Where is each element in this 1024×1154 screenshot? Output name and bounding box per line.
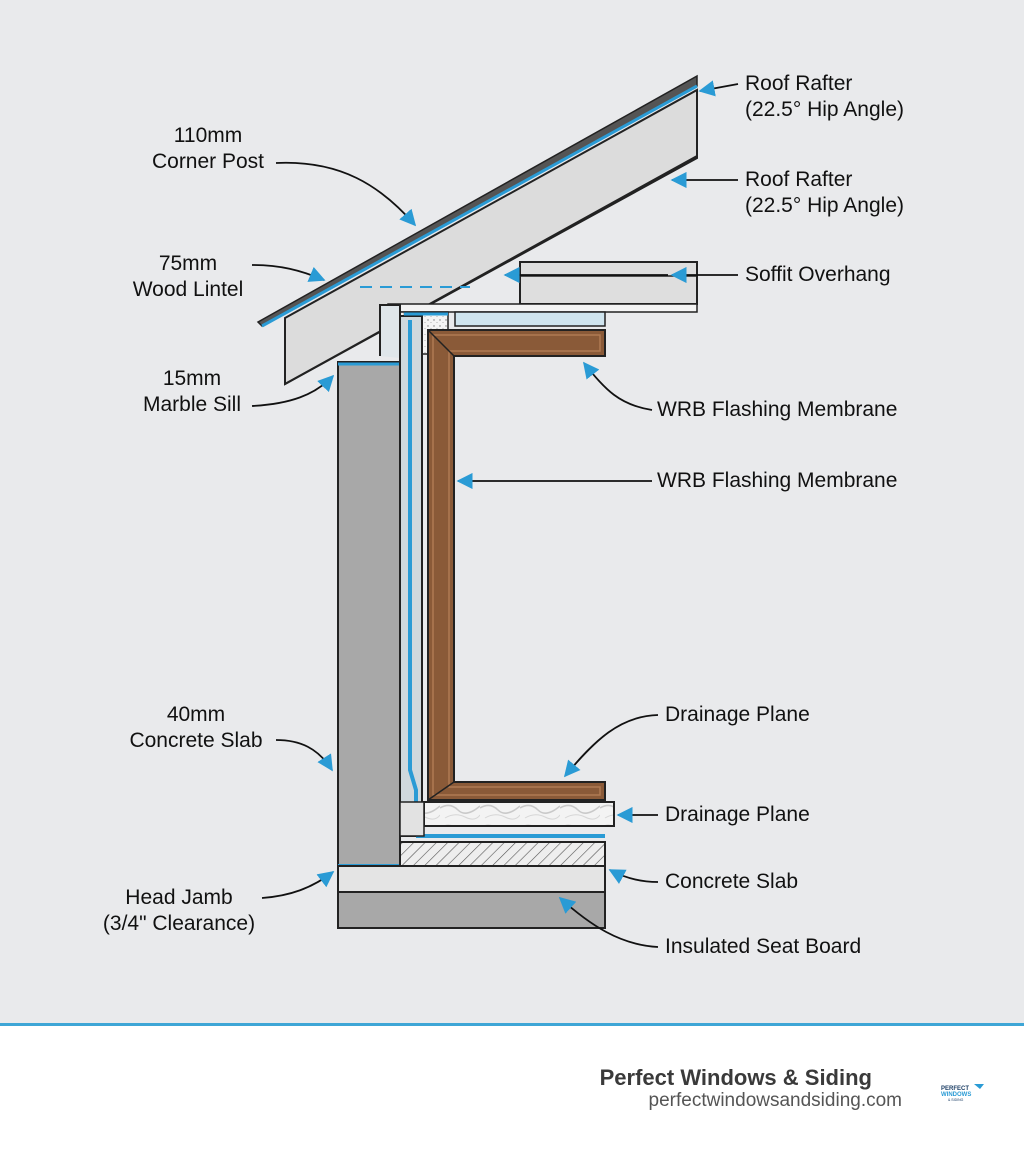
leader-corner-post: [275, 161, 417, 227]
label-roof-rafter-2: Roof Rafter(22.5° Hip Angle): [745, 168, 904, 217]
footer: [0, 1026, 1024, 1154]
sill-gap-filler: [399, 801, 425, 837]
label-wrb-1: WRB Flashing Membrane: [657, 398, 898, 421]
label-drainage-2: Drainage Plane: [665, 803, 810, 826]
top-blue-insulation: [454, 311, 606, 327]
wrb-membrane-channel: [379, 304, 605, 838]
company-name: Perfect Windows & Siding: [599, 1065, 872, 1090]
logo-text-line-2: WINDOWS: [941, 1092, 971, 1098]
label-head-jamb: Head Jamb(3/4" Clearance): [102, 886, 256, 935]
leader-wrb-1: [583, 361, 653, 411]
logo-text-line-1: PERFECT: [941, 1086, 969, 1092]
label-drainage-1: Drainage Plane: [665, 703, 810, 726]
leader-insulated-seat: [558, 896, 659, 948]
footer-divider: [0, 1023, 1024, 1026]
label-soffit-overhang: Soffit Overhang: [745, 263, 891, 286]
label-insulated-seat: Insulated Seat Board: [665, 935, 862, 958]
concrete-wall: [337, 361, 401, 871]
concrete-slab-top: [337, 865, 606, 893]
leader-concrete-left: [275, 739, 333, 772]
logo-text-line-3: & SIDING: [948, 1098, 964, 1102]
insulated-seat-board-block: [337, 891, 606, 929]
leader-head-jamb: [261, 871, 335, 899]
leader-lines: [251, 80, 739, 948]
leader-marble-sill: [251, 374, 335, 407]
section-detail-diagram: [251, 74, 739, 948]
label-concrete-slab-right: Concrete Slab: [665, 870, 799, 893]
label-wrb-2: WRB Flashing Membrane: [657, 469, 898, 492]
leader-concrete-right: [608, 869, 659, 885]
label-roof-rafter-1: Roof Rafter(22.5° Hip Angle): [745, 72, 904, 121]
wood-frame: [427, 329, 606, 801]
hatched-slab-layer: [399, 841, 606, 867]
company-logo: PERFECT WINDOWS & SIDING: [941, 1084, 984, 1102]
leader-drainage-1: [563, 714, 659, 778]
leader-wood-lintel: [251, 264, 326, 282]
leader-roof-rafter-1: [698, 80, 739, 97]
company-url[interactable]: perfectwindowsandsiding.com: [648, 1090, 902, 1111]
marble-sill-block: [423, 801, 615, 827]
soffit-overhang-board: [387, 261, 698, 313]
